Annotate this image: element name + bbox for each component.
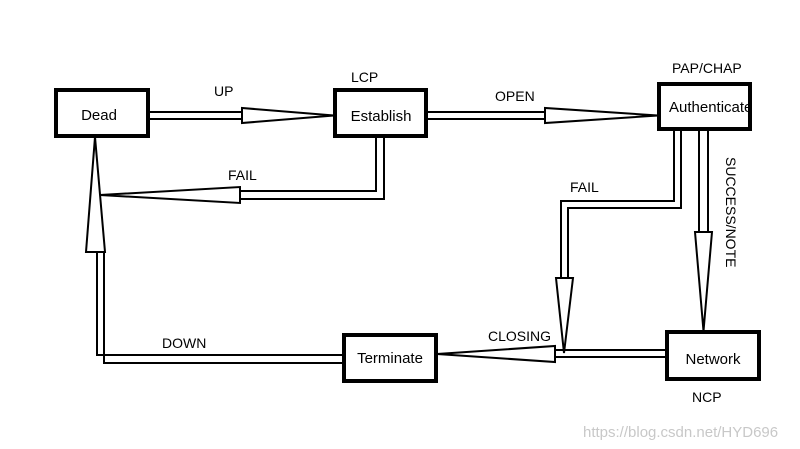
- node-establish: Establish: [333, 88, 428, 138]
- node-terminate-label: Terminate: [357, 350, 423, 367]
- tag-ncp: NCP: [692, 389, 722, 405]
- node-authenticate: Authenticate: [657, 82, 752, 131]
- arrowhead-open: [544, 106, 659, 125]
- edge-down: [84, 136, 344, 364]
- label-fail-establish: FAIL: [228, 167, 257, 183]
- arrowhead-down: [84, 136, 107, 253]
- edge-fail-auth: [554, 130, 682, 354]
- node-network-label: Network: [685, 351, 741, 368]
- tag-pap-chap: PAP/CHAP: [672, 60, 742, 76]
- arrowhead-fail-establish: [99, 185, 241, 205]
- arrowhead-up: [241, 106, 335, 125]
- node-dead-label: Dead: [81, 107, 117, 124]
- node-authenticate-label: Authenticate: [669, 99, 752, 116]
- arrowhead-success: [693, 231, 714, 332]
- tag-lcp: LCP: [351, 69, 378, 85]
- label-fail-auth: FAIL: [570, 179, 599, 195]
- label-open: OPEN: [495, 88, 535, 104]
- label-up: UP: [214, 83, 233, 99]
- label-closing: CLOSING: [488, 328, 551, 344]
- label-down: DOWN: [162, 335, 206, 351]
- node-terminate: Terminate: [342, 333, 438, 383]
- arrowhead-fail-auth: [554, 277, 575, 354]
- edge-fail-establish: [99, 138, 385, 205]
- edge-up: [148, 106, 335, 125]
- node-dead: Dead: [54, 88, 150, 138]
- arrowhead-closing: [436, 344, 556, 364]
- edge-success: [693, 130, 714, 332]
- edge-open: [426, 106, 659, 125]
- node-establish-label: Establish: [351, 108, 412, 125]
- label-success-note: SUCCESS/NOTE: [723, 157, 739, 267]
- node-network: Network: [665, 330, 761, 381]
- edge-closing: [436, 344, 666, 364]
- watermark-text: https://blog.csdn.net/HYD696: [583, 424, 778, 441]
